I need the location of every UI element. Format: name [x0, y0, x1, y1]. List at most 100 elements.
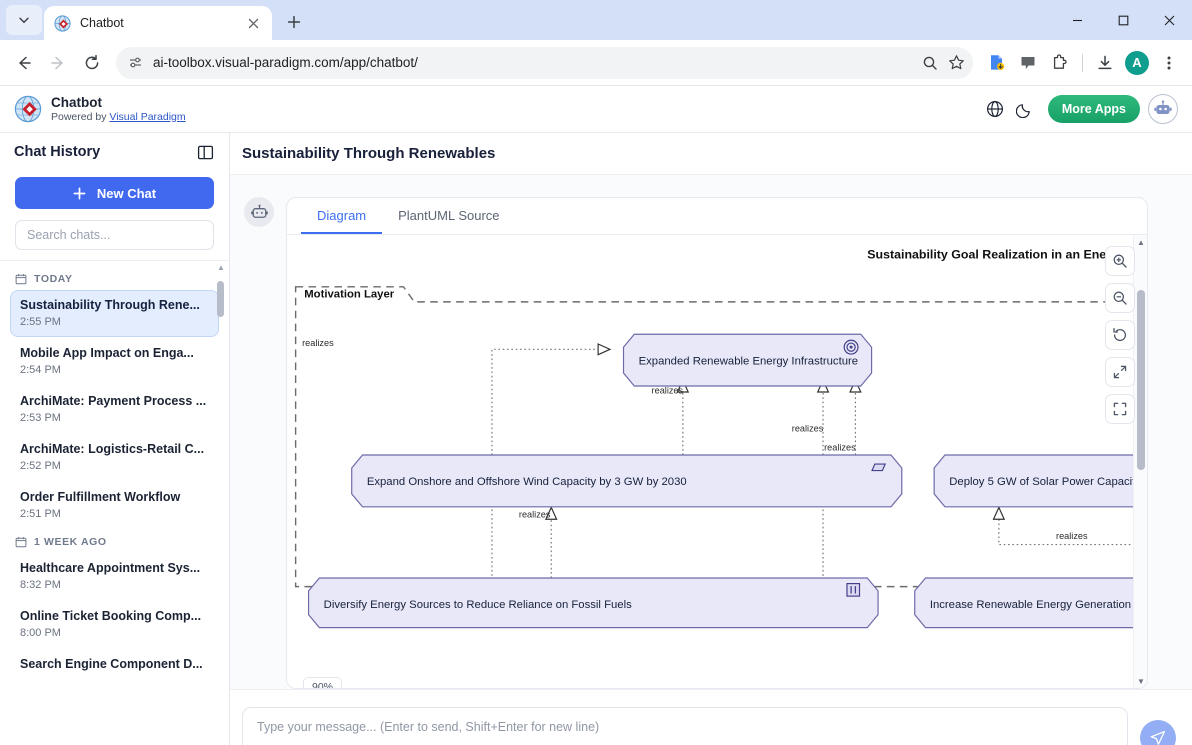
new-tab-button[interactable] — [280, 8, 308, 36]
close-icon — [1164, 15, 1174, 25]
new-chat-button[interactable]: New Chat — [15, 177, 214, 209]
relationship-label: realizes — [792, 423, 824, 433]
chat-history-item[interactable]: Sustainability Through Rene... 2:55 PM — [10, 290, 219, 337]
chat-item-name: Healthcare Appointment Sys... — [20, 561, 201, 575]
chat-group-label: 1 WEEK AGO — [34, 536, 107, 548]
site-settings-icon[interactable] — [128, 55, 143, 70]
robot-icon — [250, 204, 268, 218]
sidebar-scrollbar-thumb[interactable] — [217, 281, 224, 317]
browser-menu-icon[interactable] — [1154, 48, 1184, 78]
archimate-diagram: Sustainability Goal Realization in an En… — [294, 248, 1147, 629]
page-title: Sustainability Through Renewables — [242, 145, 496, 162]
visual-paradigm-globe-icon — [54, 14, 71, 32]
extensions-puzzle-icon[interactable] — [1045, 48, 1075, 78]
motivation-layer-package — [294, 286, 1147, 588]
diagram-node-deploy-solar-capacity[interactable]: Deploy 5 GW of Solar Power Capacity by 2… — [933, 454, 1147, 508]
chat-item-name: Online Ticket Booking Comp... — [20, 609, 202, 623]
search-icon[interactable] — [922, 55, 938, 71]
relationship-label: realizes — [519, 510, 551, 520]
chat-history-item[interactable]: Online Ticket Booking Comp... 8:00 PM — [10, 601, 219, 648]
diagram-node-label: Increase Renewable Energy Generation to … — [930, 599, 1147, 611]
diagram-node-increase-renewable-generation[interactable]: Increase Renewable Energy Generation to … — [914, 577, 1147, 629]
diagram-node-label: Diversify Energy Sources to Reduce Relia… — [324, 599, 632, 611]
back-button[interactable] — [8, 47, 40, 79]
focus-icon[interactable] — [1105, 394, 1135, 424]
chat-message-area: Diagram PlantUML Source — [230, 175, 1192, 689]
diagram-vertical-scrollbar[interactable]: ▲ ▼ — [1133, 235, 1147, 688]
plus-icon — [73, 187, 86, 199]
diagram-node-expanded-renewable-energy-infrastructure[interactable]: Expanded Renewable Energy Infrastructure — [622, 333, 873, 387]
assistant-avatar — [244, 197, 274, 227]
reload-button[interactable] — [76, 47, 108, 79]
chat-history-list: TODAY Sustainability Through Rene... 2:5… — [0, 261, 229, 745]
chat-item-time: 2:55 PM — [20, 316, 61, 328]
reset-view-icon[interactable] — [1105, 320, 1135, 350]
forward-button[interactable] — [42, 47, 74, 79]
assistant-message-card: Diagram PlantUML Source — [286, 197, 1148, 689]
browser-tab[interactable]: Chatbot — [44, 6, 272, 40]
more-apps-button[interactable]: More Apps — [1047, 95, 1140, 123]
visual-paradigm-link[interactable]: Visual Paradigm — [109, 110, 186, 123]
chat-history-item[interactable]: Healthcare Appointment Sys... 8:32 PM — [10, 553, 219, 600]
downloads-icon[interactable] — [1090, 48, 1120, 78]
chat-group-header-today: TODAY — [0, 267, 229, 289]
browser-tab-title: Chatbot — [80, 16, 124, 30]
relationship-realizes — [992, 505, 1140, 546]
bookmark-star-icon[interactable] — [948, 54, 965, 71]
chat-item-name: ArchiMate: Logistics-Retail C... — [20, 442, 205, 456]
relationship-label: realizes — [302, 338, 334, 348]
tab-diagram[interactable]: Diagram — [301, 198, 383, 234]
tab-plantuml-source[interactable]: PlantUML Source — [382, 198, 515, 234]
diagram-canvas[interactable]: Sustainability Goal Realization in an En… — [287, 235, 1147, 688]
chat-history-item[interactable]: Order Fulfillment Workflow 2:51 PM — [10, 482, 219, 529]
send-button[interactable] — [1140, 719, 1176, 745]
scroll-up-arrow-icon[interactable]: ▲ — [1137, 237, 1145, 247]
address-bar[interactable]: ai-toolbox.visual-paradigm.com/app/chatb… — [116, 46, 973, 79]
chat-item-name: Search Engine Component D... — [20, 657, 203, 671]
chat-item-name: Sustainability Through Rene... — [20, 298, 200, 312]
close-window-button[interactable] — [1146, 0, 1192, 40]
maximize-window-button[interactable] — [1100, 0, 1146, 40]
send-icon — [1150, 730, 1166, 745]
main-header: Sustainability Through Renewables — [230, 133, 1192, 175]
panel-collapse-icon[interactable] — [195, 142, 215, 162]
pdf-extension-icon[interactable] — [981, 48, 1011, 78]
profile-avatar[interactable]: A — [1125, 50, 1149, 75]
message-composer — [230, 689, 1192, 745]
search-chats-input[interactable] — [15, 220, 214, 250]
browser-tabstrip: Chatbot — [0, 0, 1192, 40]
app-title-block: Chatbot Powered by Visual Paradigm — [51, 95, 980, 124]
fit-screen-icon[interactable] — [1105, 357, 1135, 387]
diagram-scrollbar-thumb[interactable] — [1137, 290, 1145, 470]
chat-history-item[interactable]: ArchiMate: Logistics-Retail C... 2:52 PM — [10, 434, 219, 481]
scroll-down-arrow-icon[interactable]: ▼ — [1137, 676, 1145, 686]
message-input[interactable] — [242, 706, 1128, 745]
close-icon[interactable] — [244, 14, 262, 32]
dark-mode-toggle[interactable] — [1010, 94, 1040, 124]
app-header: Chatbot Powered by Visual Paradigm More … — [0, 86, 1192, 133]
driver-icon — [846, 583, 861, 597]
diagram-node-expand-wind-capacity[interactable]: Expand Onshore and Offshore Wind Capacit… — [351, 454, 903, 508]
sidebar-scrollbar[interactable]: ▲ ▼ — [216, 261, 226, 745]
chat-history-item[interactable]: ArchiMate: Payment Process ... 2:53 PM — [10, 386, 219, 433]
chat-history-item[interactable]: Mobile App Impact on Enga... 2:54 PM — [10, 338, 219, 385]
goal-icon — [843, 339, 859, 355]
plus-icon — [287, 15, 301, 29]
comment-extension-icon[interactable] — [1013, 48, 1043, 78]
address-bar-url: ai-toolbox.visual-paradigm.com/app/chatb… — [153, 55, 418, 70]
browser-toolbar: ai-toolbox.visual-paradigm.com/app/chatb… — [0, 40, 1192, 86]
chevron-down-icon — [19, 17, 29, 24]
app-subtitle: Powered by Visual Paradigm — [51, 110, 980, 124]
diagram-node-diversify-energy-sources[interactable]: Diversify Energy Sources to Reduce Relia… — [307, 577, 879, 629]
chat-history-item[interactable]: Search Engine Component D... — [10, 649, 219, 680]
diagram-viewport[interactable]: Sustainability Goal Realization in an En… — [287, 235, 1147, 688]
language-button[interactable] — [980, 94, 1010, 124]
main-panel: Sustainability Through Renewables Diagra… — [230, 133, 1192, 745]
scroll-up-arrow-icon[interactable]: ▲ — [217, 262, 225, 272]
minimize-window-button[interactable] — [1054, 0, 1100, 40]
zoom-in-icon[interactable] — [1105, 246, 1135, 276]
zoom-out-icon[interactable] — [1105, 283, 1135, 313]
bot-avatar-icon[interactable] — [1148, 94, 1178, 124]
diagram-node-label: Expanded Renewable Energy Infrastructure — [639, 355, 858, 367]
tab-search-dropdown-button[interactable] — [6, 5, 42, 35]
